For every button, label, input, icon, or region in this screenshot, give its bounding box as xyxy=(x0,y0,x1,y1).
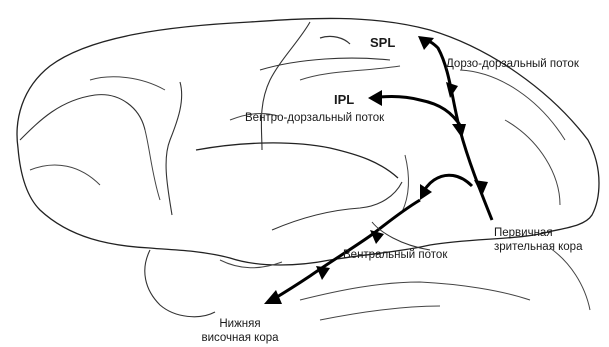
spl-label: SPL xyxy=(370,36,395,50)
ventral-label: Вентральный поток xyxy=(343,248,447,262)
dorso-dorsal-label: Дорзо-дорзальный поток xyxy=(446,57,579,71)
ventro-dorsal-arrow xyxy=(380,96,462,128)
primary-visual-label-1: Первичная xyxy=(494,226,553,240)
primary-visual-label-2: зрительная кора xyxy=(494,240,582,254)
ipl-label: IPL xyxy=(334,93,354,107)
inferior-temporal-label-1: Нижняя xyxy=(200,317,280,331)
ventro-dorsal-label: Вентро-дорзальный поток xyxy=(245,111,384,125)
inferior-temporal-label-2: височная кора xyxy=(200,331,280,345)
